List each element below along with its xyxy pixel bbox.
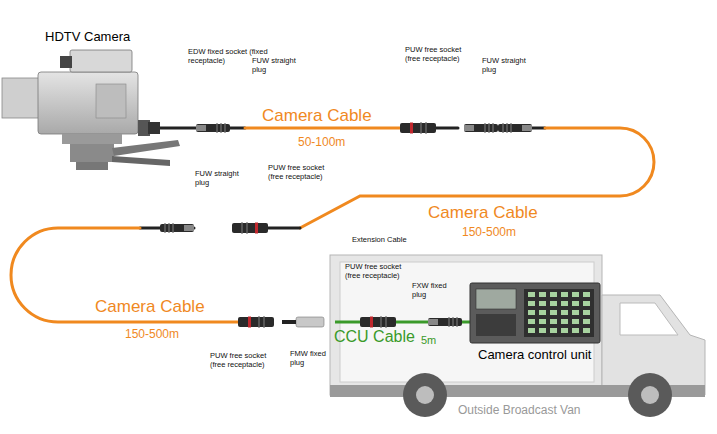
- ccu-button: [583, 328, 590, 333]
- ccu-button: [539, 301, 546, 306]
- connector-label: FMW fixed plug: [290, 350, 340, 367]
- camera-illustration: [2, 50, 180, 170]
- connector-label: PUW free socket (free receptacle): [268, 164, 340, 181]
- ccu-button: [583, 301, 590, 306]
- ccu-button: [572, 328, 579, 333]
- ccu-button: [561, 319, 568, 324]
- ccu-unit: [470, 283, 600, 343]
- cable-length: 150-500m: [462, 226, 516, 240]
- cable-note: Extension Cable: [352, 236, 407, 245]
- ccu-button: [539, 310, 546, 315]
- cable-name: CCU Cable: [334, 328, 415, 346]
- ccu-button: [561, 310, 568, 315]
- ccu-button: [528, 319, 535, 324]
- ccu-button: [550, 310, 557, 315]
- ccu-button: [572, 310, 579, 315]
- cable-length: 150-500m: [125, 328, 179, 342]
- ccu-button: [550, 328, 557, 333]
- cable-length: 50-100m: [298, 136, 345, 150]
- ccu-button: [539, 328, 546, 333]
- connector-label: PUW free socket (free receptacle): [210, 352, 282, 369]
- ccu-button: [528, 328, 535, 333]
- connector-label: PUW free socket (free receptacle): [405, 46, 477, 63]
- connector-label: PUW free socket (free receptacle): [345, 263, 407, 280]
- ccu-button: [539, 292, 546, 297]
- ccu-button: [528, 301, 535, 306]
- cable-name: Camera Cable: [95, 297, 205, 317]
- van-illustration: [330, 255, 705, 417]
- cable-name: Camera Cable: [262, 106, 372, 126]
- ccu-button: [561, 301, 568, 306]
- ccu-button: [583, 292, 590, 297]
- ccu-button: [550, 301, 557, 306]
- ccu-button: [572, 301, 579, 306]
- ccu-button: [583, 310, 590, 315]
- ccu-button: [528, 310, 535, 315]
- ccu-button: [561, 292, 568, 297]
- connector-label: FUW straight plug: [482, 57, 537, 74]
- connector-label: FUW straight plug: [252, 57, 307, 74]
- device-title: HDTV Camera: [45, 30, 130, 45]
- cable-length: 5m: [421, 334, 436, 347]
- vehicle-label: Outside Broadcast Van: [458, 404, 581, 418]
- ccu-button: [550, 319, 557, 324]
- ccu-button: [583, 319, 590, 324]
- ccu-button: [572, 319, 579, 324]
- connector-label: FXW fixed plug: [412, 282, 462, 299]
- connector-label: FUW straight plug: [195, 170, 250, 187]
- device-label: Camera control unit: [478, 348, 591, 363]
- cable-name: Camera Cable: [428, 203, 538, 223]
- ccu-button: [528, 292, 535, 297]
- ccu-button: [550, 292, 557, 297]
- ccu-button: [539, 319, 546, 324]
- edw-socket: [148, 122, 160, 134]
- ccu-button: [561, 328, 568, 333]
- ccu-button: [572, 292, 579, 297]
